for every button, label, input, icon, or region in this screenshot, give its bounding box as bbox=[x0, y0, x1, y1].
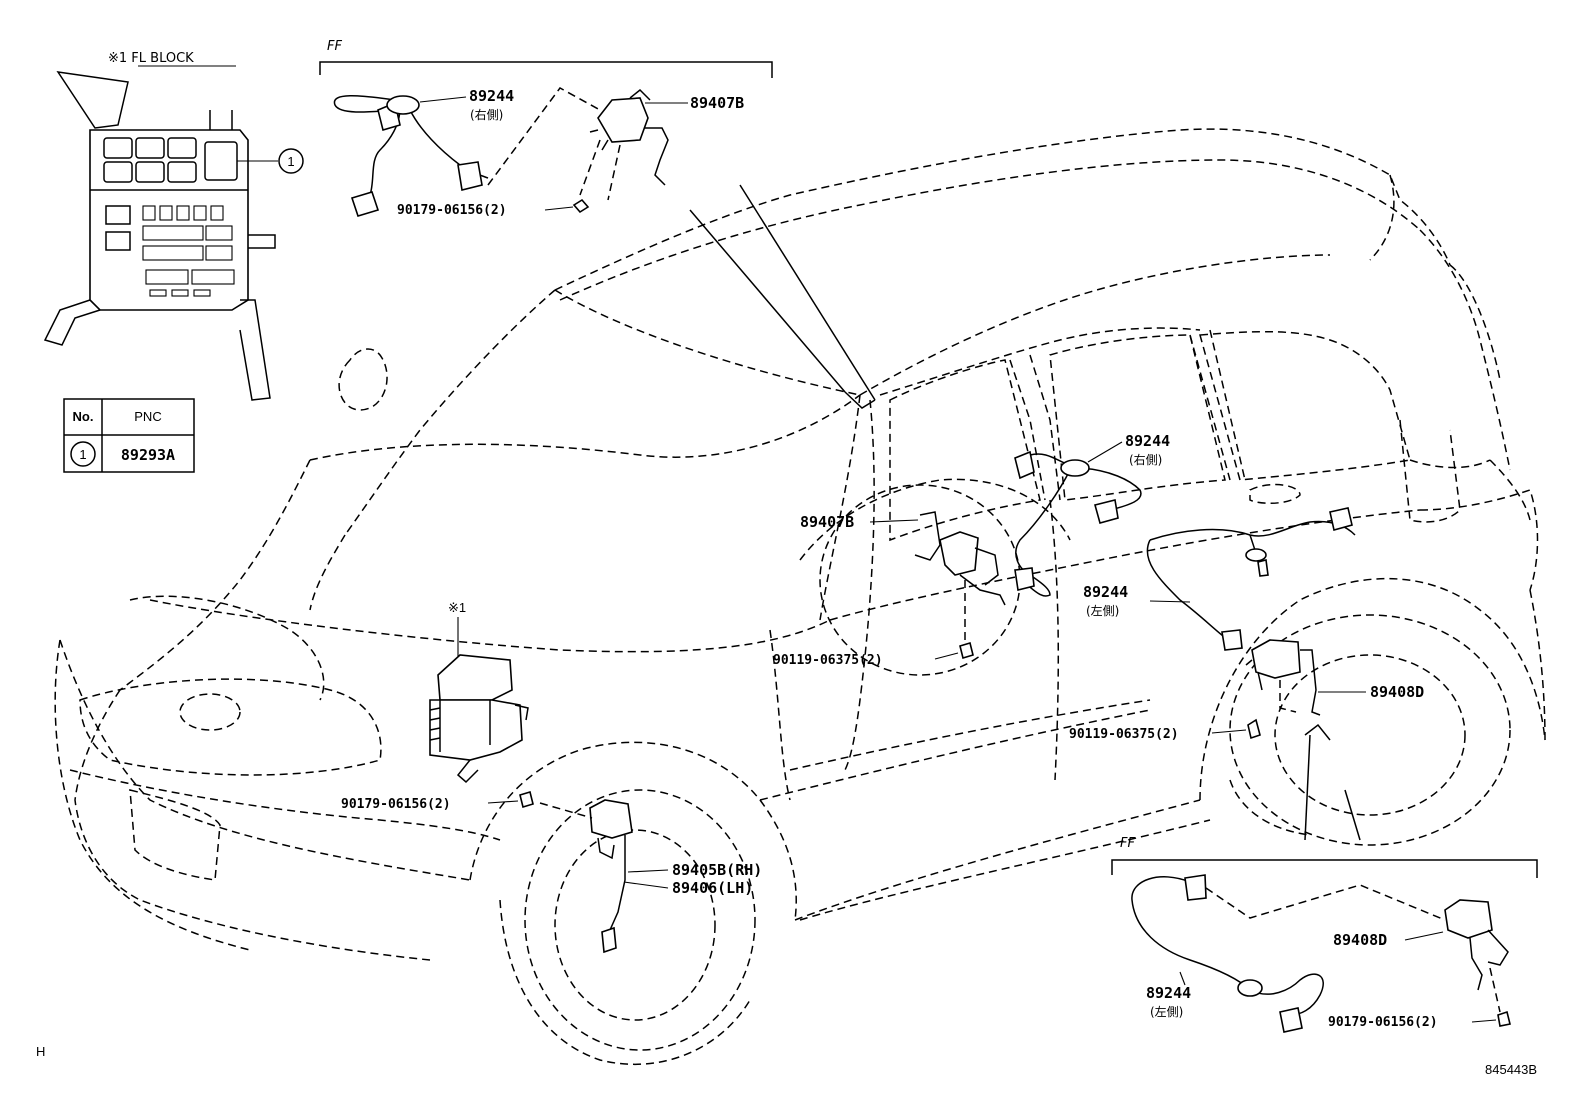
star-1-label: ※1 bbox=[448, 600, 466, 615]
front-height-sensor-lower: 89405B(RH) 89406(LH) bbox=[539, 799, 762, 954]
label-89244-bot: 89244 bbox=[1146, 984, 1191, 1002]
label-90119-rear: 90119-06375(2) bbox=[1069, 727, 1179, 742]
table-header-no: No. bbox=[73, 409, 94, 424]
label-89244-mid-sub: (右側) bbox=[1129, 452, 1162, 467]
rear-right-harness: 89244 (右側) bbox=[1014, 432, 1170, 597]
front-ecu-block: ※1 90179-06156(2) bbox=[341, 600, 534, 812]
label-89408d-mid: 89408D bbox=[1370, 683, 1424, 701]
label-89244-left-sub: (左側) bbox=[1086, 603, 1119, 618]
label-89244-top: 89244 bbox=[469, 87, 514, 105]
callout-1-number: 1 bbox=[287, 154, 294, 169]
ff-top-inset: FF 89244 (右側) 89407B 90179-06156(2) bbox=[319, 39, 773, 218]
drawing-code: 845443B bbox=[1485, 1062, 1537, 1077]
table-row-pnc: 89293A bbox=[121, 446, 175, 464]
label-90179-front: 90179-06156(2) bbox=[341, 797, 451, 812]
label-90179-top: 90179-06156(2) bbox=[397, 203, 507, 218]
label-89244-top-sub: (右側) bbox=[470, 107, 503, 122]
vehicle-outline bbox=[54, 128, 1546, 1066]
label-89244-mid: 89244 bbox=[1125, 432, 1170, 450]
inset-arrows bbox=[689, 184, 1361, 841]
pnc-table: No. PNC 1 89293A bbox=[63, 398, 195, 473]
table-row-no: 1 bbox=[79, 447, 86, 462]
ff-bottom-inset: FF 89408D 89244 (左側) 90179-06156(2) bbox=[1111, 836, 1538, 1033]
callout-circle-1 bbox=[278, 148, 304, 174]
label-89407b-mid: 89407B bbox=[800, 513, 854, 531]
label-89244-bot-sub: (左側) bbox=[1150, 1004, 1183, 1019]
fuse-slots bbox=[142, 205, 235, 297]
corner-letter: H bbox=[36, 1044, 45, 1059]
label-89408d-bot: 89408D bbox=[1333, 931, 1387, 949]
label-90179-bot: 90179-06156(2) bbox=[1328, 1015, 1438, 1030]
ff-bottom-label: FF bbox=[1120, 836, 1135, 851]
label-89406: 89406(LH) bbox=[672, 879, 753, 897]
label-89407b-top: 89407B bbox=[690, 94, 744, 112]
fl-block-inset: ※1 FL BLOCK bbox=[43, 51, 304, 401]
label-90119-mid: 90119-06375(2) bbox=[773, 653, 883, 668]
fl-block-title: ※1 FL BLOCK bbox=[108, 51, 194, 66]
rear-left-harness: 89244 (左側) bbox=[1083, 507, 1356, 651]
ff-top-label: FF bbox=[327, 39, 342, 54]
label-89405b: 89405B(RH) bbox=[672, 861, 762, 879]
front-height-sensor-mid: 89407B 90119-06375(2) bbox=[773, 511, 1006, 668]
rear-height-sensor-mid: 89408D 90119-06375(2) bbox=[1069, 639, 1424, 742]
table-header-pnc: PNC bbox=[134, 409, 161, 424]
label-89244-left: 89244 bbox=[1083, 583, 1128, 601]
